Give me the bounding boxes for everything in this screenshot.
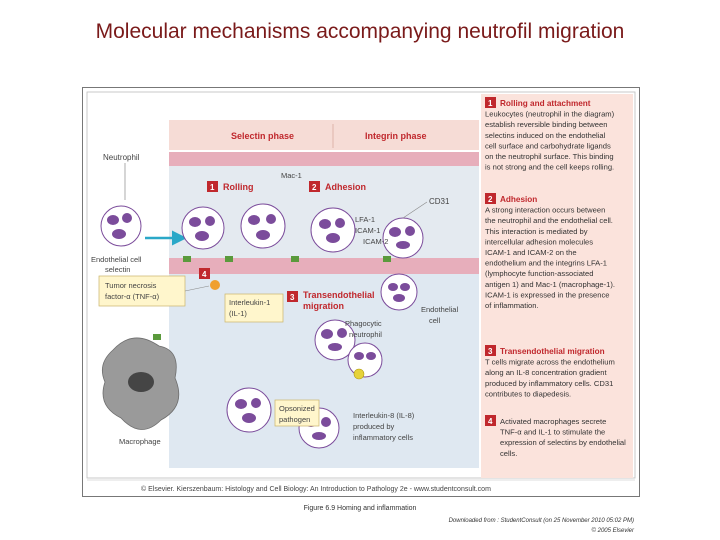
- legend-step-3-line: along an IL-8 concentration gradient: [485, 368, 607, 377]
- slide-title: Molecular mechanisms accompanying neutro…: [95, 20, 625, 43]
- legend-step-2-marker: [485, 193, 496, 204]
- legend-step-3-number: 3: [488, 347, 493, 356]
- legend-step-3-line: contributes to diapedesis.: [485, 389, 571, 398]
- legend-step-1-marker: [485, 97, 496, 108]
- legend-step-2-line: ICAM-1 and ICAM-2 on the: [485, 248, 577, 257]
- neutrophil-label: Neutrophil: [103, 153, 140, 162]
- phagocytic-neutrophil-cell: [347, 342, 383, 380]
- legend-step-1-heading: Rolling and attachment: [500, 99, 591, 108]
- legend-step-4-marker: [485, 415, 496, 426]
- step-transendothelial-label: Transendothelial: [303, 290, 375, 300]
- legend-step-3-line: produced by inflammatory cells. CD31: [485, 379, 613, 388]
- svg-text:migration: migration: [303, 301, 344, 311]
- svg-text:4: 4: [202, 270, 207, 279]
- il8-label: Interleukin-8 (IL-8): [353, 411, 415, 420]
- endothelium-top: [169, 152, 479, 166]
- legend-step-2-line: intercellular adhesion molecules: [485, 237, 593, 246]
- endothelial-selectin-label: Endothelial cell: [91, 255, 142, 264]
- cd31-label: CD31: [429, 197, 450, 206]
- legend-step-3-marker: [485, 345, 496, 356]
- figure-panel: Selectin phase Integrin phase 1 Rolling …: [82, 87, 640, 497]
- legend-step-1-line: Leukocytes (neutrophil in the diagram): [485, 110, 615, 119]
- legend-step-4-line: Activated macrophages secrete: [500, 417, 606, 426]
- icam2-label: ICAM-2: [363, 237, 388, 246]
- neutrophil-cell: [100, 205, 142, 247]
- svg-text:2: 2: [312, 183, 317, 192]
- macrophage-label: Macrophage: [119, 437, 161, 446]
- lfa1-label: LFA-1: [355, 215, 375, 224]
- step-3-marker: [287, 291, 298, 302]
- il1-label-box: [224, 293, 284, 323]
- phase-band: [169, 120, 479, 150]
- endothelium-bottom: [169, 258, 479, 274]
- figure-copyright: © Elsevier. Kierszenbaum: Histology and …: [141, 485, 491, 493]
- rolling-neutrophils: [181, 203, 424, 259]
- icam1-label: ICAM-1: [355, 226, 380, 235]
- integrin-phase-label: Integrin phase: [365, 131, 427, 141]
- svg-text:Tumor necrosis: Tumor necrosis: [105, 281, 157, 290]
- legend-step-2-number: 2: [488, 195, 493, 204]
- download-credit: Downloaded from : StudentConsult (on 25 …: [448, 518, 634, 524]
- legend-step-2-line: antigen 1) and Mac-1 (macrophage-1).: [485, 280, 615, 289]
- svg-text:pathogen: pathogen: [279, 415, 310, 424]
- svg-text:1: 1: [210, 183, 215, 192]
- legend-step-1-line: establish reversible binding between: [485, 120, 607, 129]
- svg-text:Interleukin-1: Interleukin-1: [229, 298, 270, 307]
- step-adhesion-label: Adhesion: [325, 182, 366, 192]
- svg-text:cell: cell: [429, 316, 441, 325]
- legend-step-1-line: is not strong and the cell keeps rolling…: [485, 163, 614, 172]
- step-rolling-label: Rolling: [223, 182, 254, 192]
- legend-step-2-line: This interaction is mediated by: [485, 227, 588, 236]
- legend-step-1-line: on the neutrophil surface. This binding: [485, 152, 614, 161]
- svg-text:produced by: produced by: [353, 422, 395, 431]
- step-4-marker: [199, 268, 210, 279]
- mac1-label: Mac-1: [281, 171, 302, 180]
- legend-step-1-number: 1: [488, 99, 493, 108]
- legend-step-3-line: T cells migrate across the endothelium: [485, 358, 615, 367]
- legend-step-3-heading: Transendothelial migration: [500, 347, 605, 356]
- svg-text:selectin: selectin: [105, 265, 130, 274]
- svg-text:inflammatory cells: inflammatory cells: [353, 433, 413, 442]
- legend-step-2-line: A strong interaction occurs between: [485, 206, 605, 215]
- legend-step-1-line: selectins induced on the endothelial: [485, 131, 606, 140]
- svg-text:factor-α (TNF-α): factor-α (TNF-α): [105, 292, 160, 301]
- legend-step-2-line: the neutrophil and the endothelial cell.: [485, 216, 613, 225]
- tnf-label-box: [98, 275, 186, 307]
- legend-step-4-number: 4: [488, 417, 493, 426]
- copyright-credit: © 2005 Elsevier: [591, 528, 634, 534]
- step-2-marker: [309, 181, 320, 192]
- legend-step-4-line: TNF-α and IL-1 to stimulate the: [500, 428, 605, 437]
- diagram-svg: Selectin phase Integrin phase 1 Rolling …: [86, 91, 636, 493]
- opsonized-pathogen-box: [274, 399, 320, 427]
- phagocytic-neutrophil-label: Phagocytic: [345, 319, 382, 328]
- svg-text:neutrophil: neutrophil: [349, 330, 382, 339]
- legend-step-2-line: of inflammation.: [485, 301, 539, 310]
- step-1-marker: [207, 181, 218, 192]
- selectin-markers: [183, 256, 391, 290]
- svg-text:3: 3: [290, 293, 295, 302]
- svg-text:Opsonized: Opsonized: [279, 404, 315, 413]
- legend-step-2-heading: Adhesion: [500, 195, 537, 204]
- selectin-phase-label: Selectin phase: [231, 131, 294, 141]
- legend-step-1-line: cell surface and carbohydrate ligands: [485, 141, 611, 150]
- legend-panel: [481, 94, 633, 478]
- svg-text:(IL-1): (IL-1): [229, 309, 247, 318]
- figure-caption: Figure 6.9 Homing and inflammation: [303, 505, 417, 512]
- legend-step-2-line: ICAM-1 is expressed in the presence: [485, 290, 610, 299]
- legend-step-2-line: (lymphocyte function-associated: [485, 269, 593, 278]
- legend-step-2-line: endothelium and the integrins LFA-1: [485, 259, 607, 268]
- legend-step-4-line: expression of selectins by endothelial: [500, 438, 626, 447]
- endothelial-cell-label: Endothelial: [421, 305, 458, 314]
- legend-step-4-line: cells.: [500, 449, 517, 458]
